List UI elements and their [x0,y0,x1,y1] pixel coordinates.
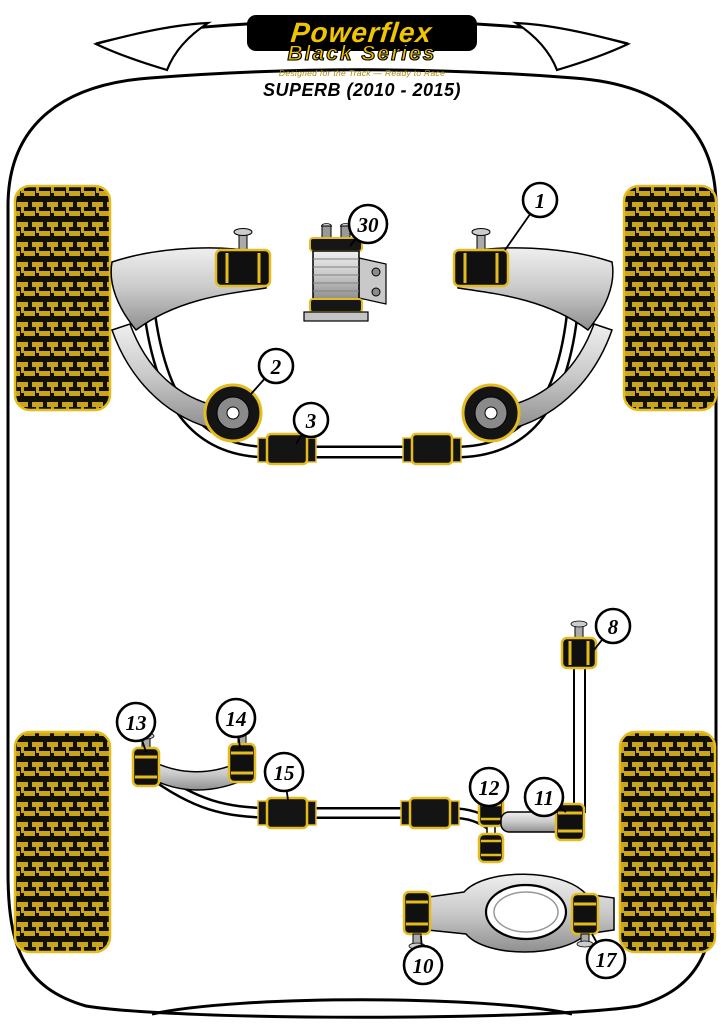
callout-circle[interactable] [468,766,510,808]
callout-number: 11 [534,786,554,810]
page-title: SUPERB (2010 - 2015) [262,80,462,100]
callout-number: 1 [535,189,546,213]
callout-circle[interactable] [347,203,389,245]
callout-3[interactable]: 3 [292,401,330,445]
callout-8[interactable]: 8 [593,607,632,651]
front-left-arm-rear-bushing [203,383,263,443]
callout-circle[interactable] [292,401,330,439]
callout-number: 2 [270,355,282,379]
tire-front-right [622,184,718,412]
callout-number: 12 [479,776,501,800]
callout-number: 30 [357,213,380,237]
callout-17[interactable]: 17 [585,933,627,980]
a-pillar-left [92,21,212,72]
rear-bushing-17 [570,892,600,948]
callout-number: 17 [596,948,619,972]
tire-rear-right [618,730,717,954]
rear-window-line [151,998,573,1016]
a-pillar-right [512,21,632,72]
callout-number: 3 [305,409,317,433]
callout-number: 15 [274,761,295,785]
front-arb-clamp-right [402,432,462,466]
callout-circle[interactable] [585,938,627,980]
callout-number: 8 [608,615,619,639]
front-right-arm-front-bushing [452,228,510,288]
callout-10[interactable]: 10 [402,935,444,986]
engine-mount [303,223,387,322]
tire-front-left [13,184,112,412]
callout-11[interactable]: 11 [523,776,567,818]
callout-circle[interactable] [115,701,157,743]
rear-drop-link-shaft [573,663,586,813]
callout-15[interactable]: 15 [263,751,305,801]
black-series-label: Black Series [287,41,437,65]
rear-tie-bar [407,873,615,953]
callout-circle[interactable] [523,776,565,818]
front-arb-clamp-left [257,432,317,466]
rear-link-12 [477,796,505,864]
tire-rear-left [13,730,112,954]
callout-number: 14 [226,707,247,731]
powerflex-logo: Powerflex [247,15,477,51]
front-left-arm-front-bushing [214,228,272,288]
callout-number: 10 [413,954,435,978]
callout-13[interactable]: 13 [115,701,157,753]
callout-14[interactable]: 14 [215,697,257,749]
callout-circle[interactable] [257,347,295,385]
rear-arb-clamp-15 [257,796,317,830]
rear-arb-clamp-second [400,796,460,830]
callout-2[interactable]: 2 [250,347,295,395]
brand-tagline: Designed for the Track — Ready to Race [278,68,446,78]
rear-suspension [131,620,615,953]
rear-bushing-11 [554,802,586,842]
callout-30[interactable]: 30 [347,203,389,247]
callout-circle[interactable] [215,697,257,739]
callout-12[interactable]: 12 [468,766,510,808]
callout-circle[interactable] [263,751,305,793]
callout-circle[interactable] [521,181,559,219]
callout-1[interactable]: 1 [504,181,559,251]
callout-layer: 1 30 2 3 8 13 14 15 12 11 10 17 [115,181,632,986]
tires [13,184,718,954]
rear-bushing-8 [560,620,598,670]
callout-circle[interactable] [594,607,632,645]
callout-number: 13 [126,711,147,735]
front-right-arm-rear-bushing [461,383,521,443]
callout-circle[interactable] [402,944,444,986]
front-suspension [110,223,614,466]
